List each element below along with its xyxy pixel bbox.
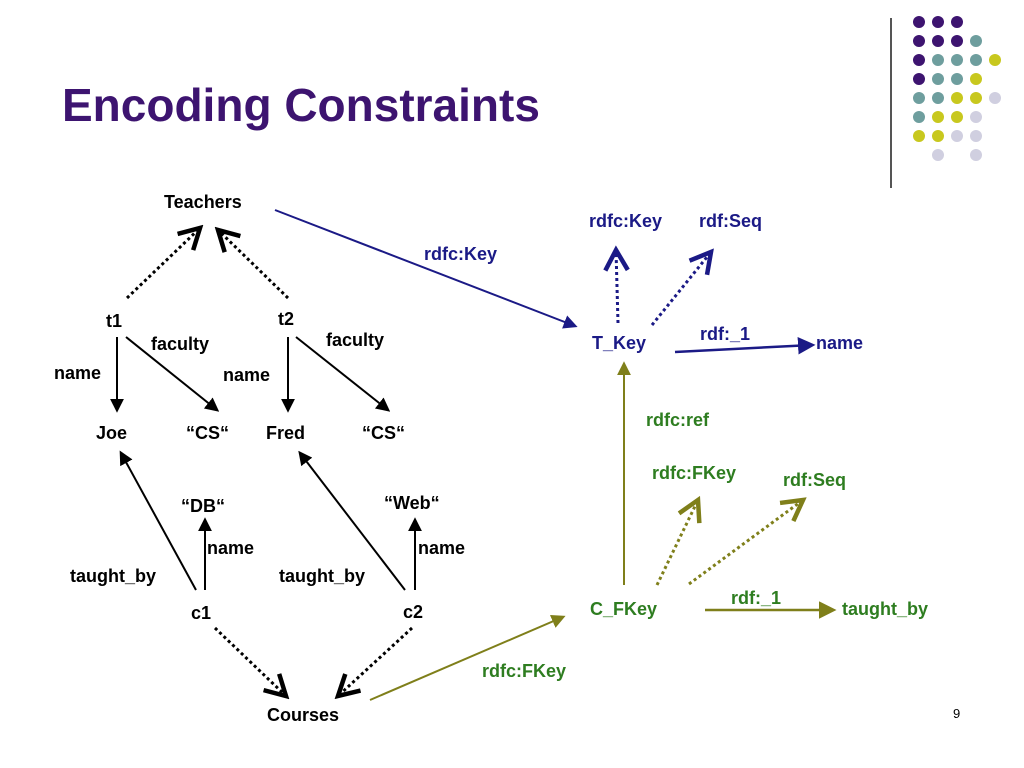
- label-rdf-seq-top: rdf:Seq: [699, 211, 762, 231]
- deco-dot: [951, 16, 963, 28]
- deco-dot: [970, 130, 982, 142]
- deco-dot: [913, 92, 925, 104]
- node-web: “Web“: [384, 493, 440, 513]
- edge-t2-teachers: [218, 230, 290, 300]
- page-number: 9: [953, 706, 961, 721]
- edge-cfkey-rdfseq: [688, 500, 803, 586]
- deco-dot: [970, 92, 982, 104]
- node-db: “DB“: [181, 496, 225, 516]
- deco-dot: [951, 130, 963, 142]
- node-t-key: T_Key: [592, 333, 647, 353]
- edge-label-courses-rdfc-fkey: rdfc:FKey: [482, 661, 567, 681]
- deco-dot: [989, 54, 1001, 66]
- edge-teachers-tkey: [274, 209, 578, 329]
- edge-tkey-rdfckey: [616, 250, 618, 324]
- edge-c2-courses: [338, 626, 414, 696]
- deco-dot: [951, 73, 963, 85]
- edge-label-c2-taught-by: taught_by: [279, 566, 366, 586]
- node-name-key: name: [816, 333, 864, 353]
- deco-dot: [913, 130, 925, 142]
- deco-dot: [970, 54, 982, 66]
- deco-dot: [932, 73, 944, 85]
- node-c-fkey: C_FKey: [590, 599, 658, 619]
- edge-label-t2-faculty: faculty: [326, 330, 385, 350]
- edge-label-teachers-rdfc-key: rdfc:Key: [424, 244, 498, 264]
- edge-label-c2-name: name: [418, 538, 466, 558]
- edge-label-rdf-1-key: rdf:_1: [700, 324, 751, 344]
- label-rdf-seq-fkey: rdf:Seq: [783, 470, 846, 490]
- edge-t1-teachers: [125, 228, 200, 300]
- edge-tkey-name: [674, 336, 816, 355]
- deco-dot: [970, 111, 982, 123]
- decorative-divider: [890, 18, 892, 188]
- deco-dot: [970, 35, 982, 47]
- edge-label-t1-faculty: faculty: [151, 334, 210, 354]
- node-cs-1: “CS“: [186, 423, 230, 443]
- deco-dot: [932, 149, 944, 161]
- edge-label-rdfc-ref: rdfc:ref: [646, 410, 710, 430]
- deco-dot: [970, 149, 982, 161]
- edge-c2-fred: [298, 450, 406, 591]
- deco-dot: [913, 35, 925, 47]
- deco-dot: [951, 111, 963, 123]
- deco-dot: [951, 35, 963, 47]
- node-teachers: Teachers: [164, 192, 242, 212]
- edge-label-t2-name: name: [223, 365, 271, 385]
- edge-tkey-rdfseq: [650, 252, 711, 326]
- edge-c1-courses: [213, 626, 286, 696]
- node-c1: c1: [191, 603, 212, 623]
- slide-title: Encoding Constraints: [62, 79, 540, 131]
- edge-label-rdf-1-fkey: rdf:_1: [731, 588, 782, 608]
- deco-dot: [932, 130, 944, 142]
- decorative-dot-grid: [913, 16, 1001, 161]
- edge-courses-cfkey: [369, 614, 566, 701]
- deco-dot: [932, 16, 944, 28]
- deco-dot: [932, 54, 944, 66]
- edge-cfkey-rdfcfkey: [655, 500, 698, 586]
- deco-dot: [913, 16, 925, 28]
- edge-c1-joe: [119, 450, 197, 591]
- node-t2: t2: [278, 309, 295, 329]
- node-joe: Joe: [96, 423, 128, 443]
- label-rdfc-key-top: rdfc:Key: [589, 211, 663, 231]
- deco-dot: [932, 111, 944, 123]
- deco-dot: [970, 73, 982, 85]
- edge-label-c1-taught-by: taught_by: [70, 566, 157, 586]
- node-fred: Fred: [266, 423, 306, 443]
- edge-label-c1-name: name: [207, 538, 255, 558]
- edge-t1-cs: [125, 336, 220, 412]
- deco-dot: [913, 73, 925, 85]
- deco-dot: [951, 54, 963, 66]
- label-rdfc-fkey-top: rdfc:FKey: [652, 463, 737, 483]
- deco-dot: [932, 35, 944, 47]
- edge-t2-cs: [295, 336, 391, 412]
- deco-dot: [932, 92, 944, 104]
- deco-dot: [913, 111, 925, 123]
- node-taught-by-fkey: taught_by: [842, 599, 929, 619]
- deco-dot: [989, 92, 1001, 104]
- node-c2: c2: [403, 602, 424, 622]
- deco-dot: [913, 54, 925, 66]
- node-t1: t1: [106, 311, 123, 331]
- deco-dot: [951, 92, 963, 104]
- edge-label-t1-name: name: [54, 363, 102, 383]
- node-courses: Courses: [267, 705, 340, 725]
- node-cs-2: “CS“: [362, 423, 406, 443]
